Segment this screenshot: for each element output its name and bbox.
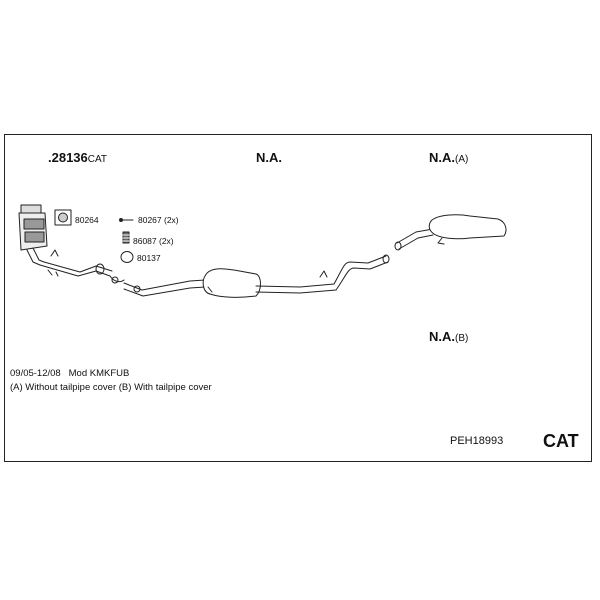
clamp-80264-icon <box>54 209 72 226</box>
ring-80137-icon <box>120 251 134 263</box>
part-label-80267: 80267 (2x) <box>138 215 179 225</box>
model-info: 09/05-12/08 Mod KMKFUB <box>10 368 130 379</box>
spring-86087-icon <box>122 231 130 244</box>
catalytic-converter-icon <box>18 204 48 266</box>
rear-pipe-icon <box>333 254 390 291</box>
rear-silencer-icon <box>394 214 507 251</box>
part-label-86087: 86087 (2x) <box>133 236 174 246</box>
na-rear-a-label: N.A.(A) <box>429 150 469 165</box>
catalyst-part-number: .28136CAT <box>48 150 108 165</box>
bolt-80267-icon <box>119 218 134 222</box>
front-pipe-icon <box>39 249 125 284</box>
cat-label: CAT <box>543 431 579 451</box>
diagram-frame <box>4 134 592 462</box>
variant-info: (A) Without tailpipe cover (B) With tail… <box>10 382 212 393</box>
middle-silencer-icon <box>123 268 337 298</box>
na-rear-b-label: N.A.(B) <box>429 329 469 344</box>
kit-code: PEH18993 <box>450 435 504 447</box>
na-middle-label: N.A. <box>256 150 282 165</box>
part-label-80264: 80264 <box>75 215 99 225</box>
part-label-80137: 80137 <box>137 253 161 263</box>
